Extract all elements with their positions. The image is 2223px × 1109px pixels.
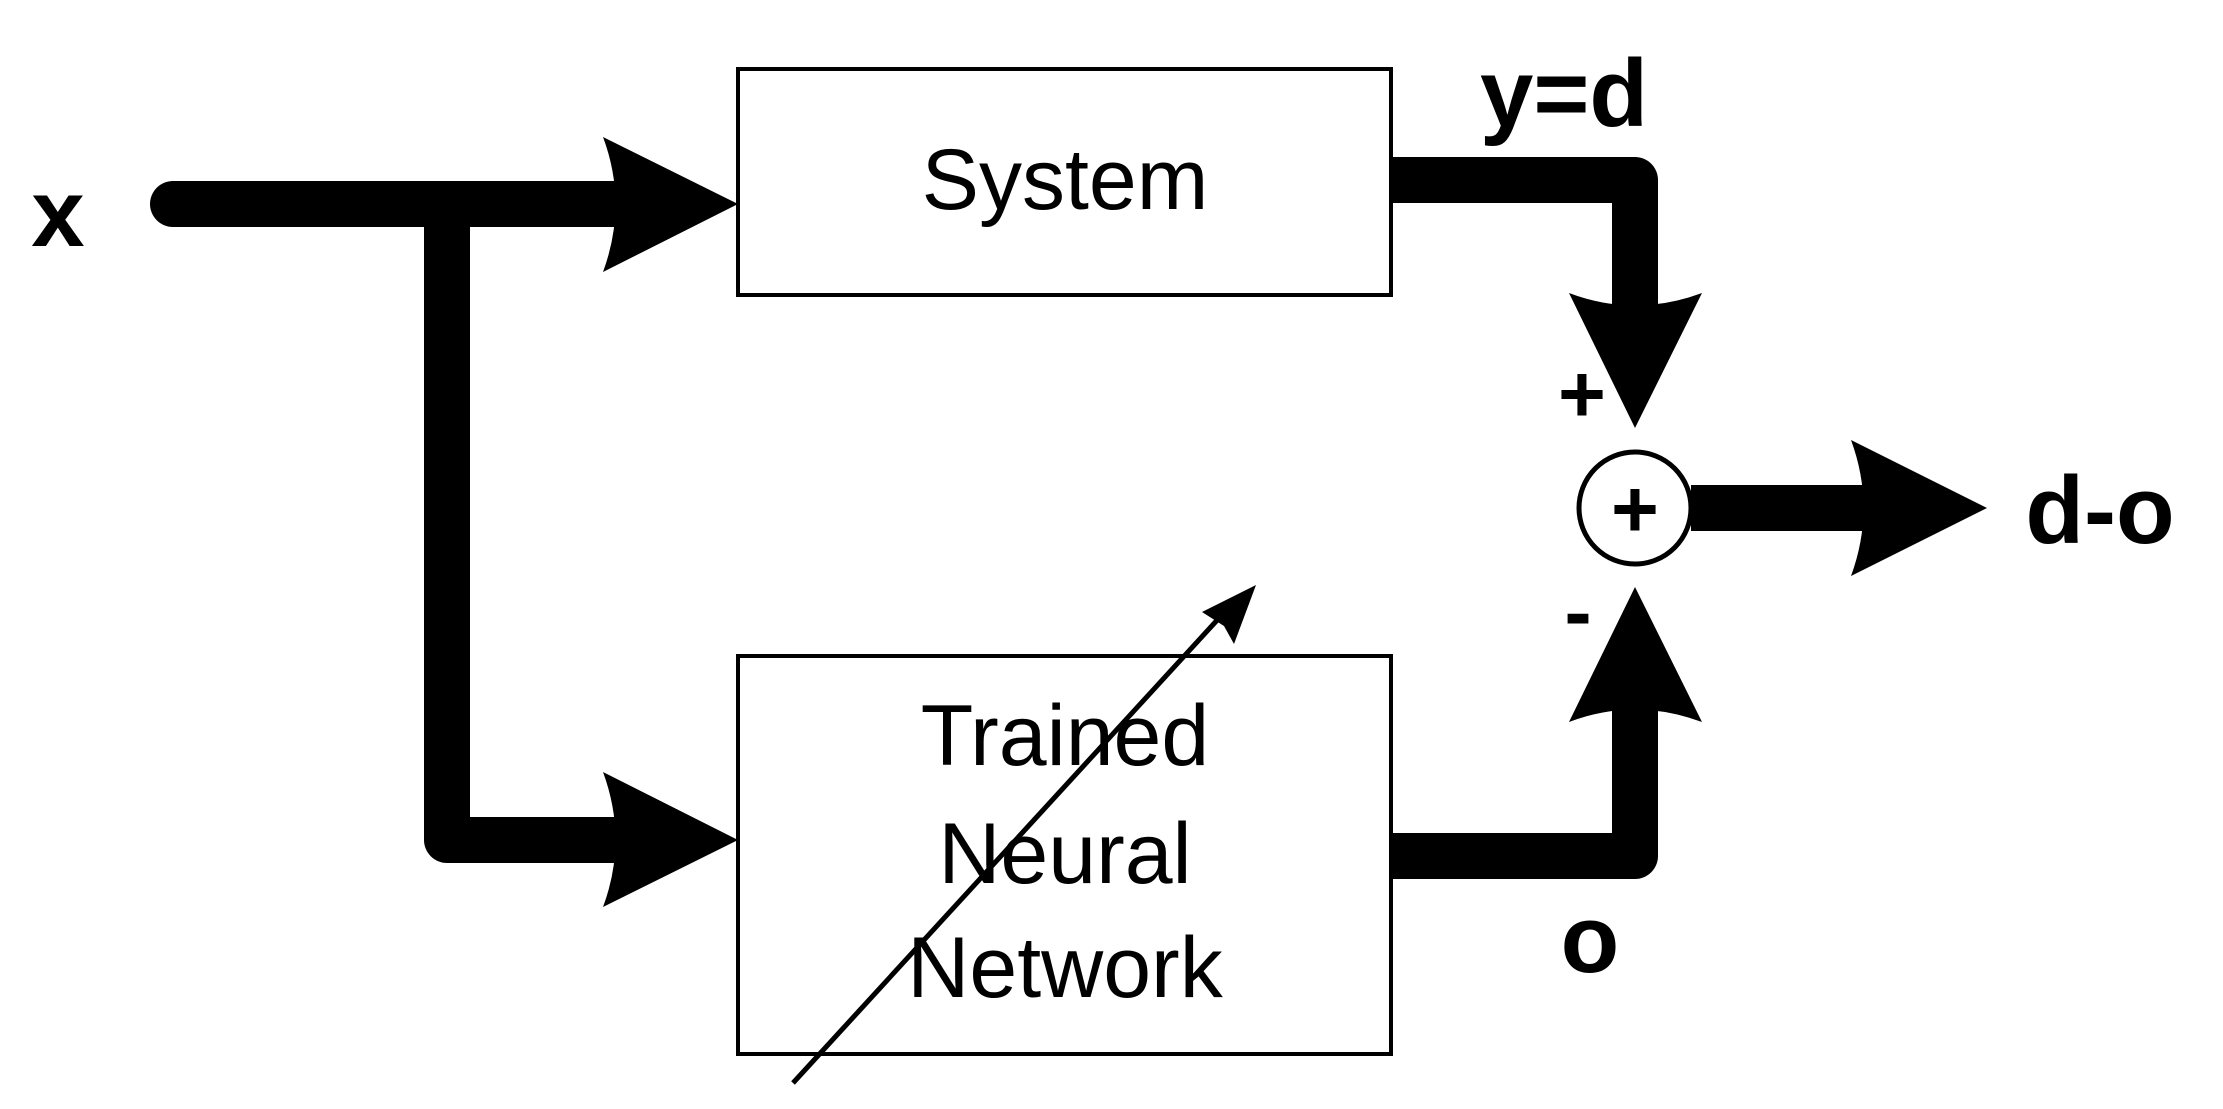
- plus-input-arrowhead: [1569, 293, 1702, 428]
- summing-junction-symbol: +: [1611, 464, 1659, 555]
- system-block-label: System: [922, 132, 1209, 228]
- network-output-label: o: [1561, 886, 1620, 993]
- input-branch-line: [424, 181, 643, 863]
- network-block-line-1: Trained: [921, 688, 1209, 784]
- network-block-line-3: Network: [907, 920, 1223, 1016]
- result-label: d-o: [2025, 457, 2174, 564]
- minus-input-arrowhead: [1569, 587, 1702, 722]
- system-input-arrowhead: [603, 137, 738, 272]
- network-block-line-2: Neural: [938, 806, 1191, 902]
- network-input-arrowhead: [603, 772, 738, 907]
- system-block: [736, 67, 1393, 297]
- network-output-line: [1391, 700, 1658, 879]
- result-arrowhead: [1851, 440, 1987, 576]
- system-output-label: y=d: [1480, 40, 1648, 147]
- plus-sign-label: +: [1558, 349, 1606, 440]
- adaptive-arrow-head: [1202, 585, 1256, 644]
- input-label: x: [31, 160, 84, 267]
- neural-network-block: [736, 654, 1393, 1056]
- system-output-line: [1391, 157, 1658, 330]
- minus-sign-label: -: [1564, 567, 1591, 658]
- adaptive-arrow-line: [791, 615, 1222, 1085]
